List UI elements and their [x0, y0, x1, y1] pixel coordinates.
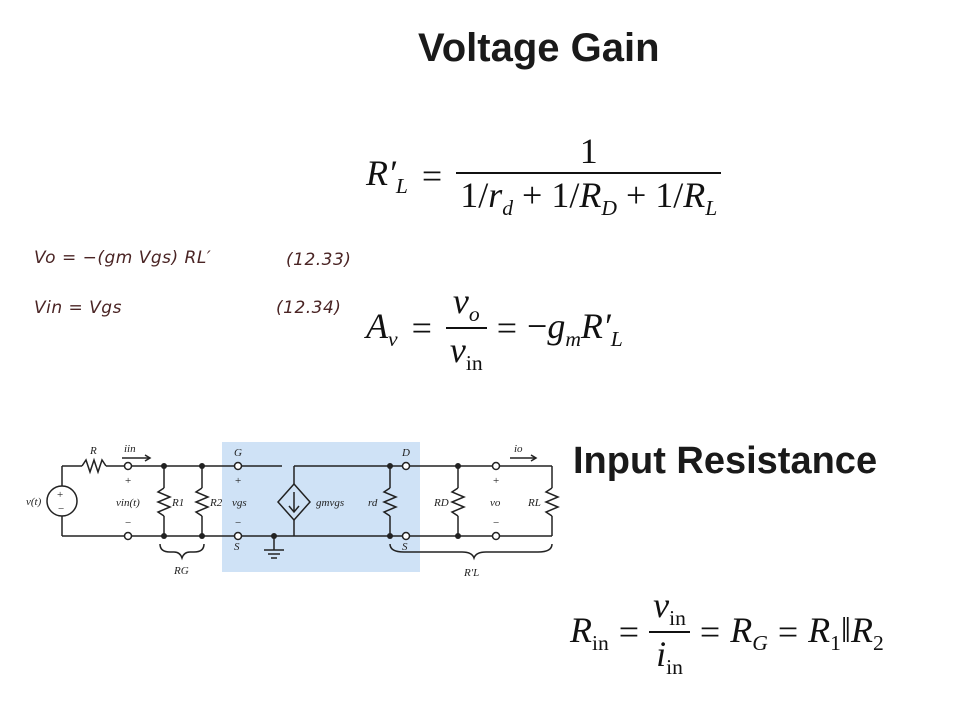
rd-resistor-label: RD [433, 497, 449, 509]
fet-model-highlight [222, 442, 420, 572]
handwritten-eq-number-1233: (12.33) [286, 250, 352, 270]
handwritten-eq-1233: Vo = −(gm Vgs) RL′ [34, 248, 212, 268]
source-minus: − [58, 503, 64, 515]
small-signal-circuit-diagram: v(t) + − R iin + vin(t) − R1 R2 RG G + v… [26, 442, 560, 579]
rl-prime-numerator: 1 [579, 131, 598, 171]
handwritten-eq-1234: Vin = Vgs [34, 298, 122, 318]
rg-label: RG [173, 565, 189, 577]
rl-prime-equation: R′L = 1 1/rd + 1/RD + 1/RL [366, 130, 722, 221]
input-resistance-title: Input Resistance [573, 440, 878, 482]
vo-plus: + [493, 475, 499, 487]
vgs-label: vgs [232, 497, 247, 509]
vo-minus: − [493, 517, 499, 529]
voltage-gain-title: Voltage Gain [418, 26, 660, 70]
source-plus: + [57, 489, 63, 501]
vin-t-label: vin(t) [116, 497, 140, 509]
r2-label: R2 [209, 497, 223, 509]
rl-prime-label: R′L [463, 567, 479, 579]
voltage-gain-equation: Av = vo vin = −gmR′L [366, 281, 623, 376]
source-label: v(t) [26, 496, 42, 508]
gate-label: G [234, 447, 242, 459]
r-label: R [89, 445, 97, 457]
vin-minus: − [125, 517, 131, 529]
io-label: io [514, 443, 523, 455]
source-terminal-label-2: S [402, 541, 408, 553]
drain-label: D [401, 447, 410, 459]
rd-label: rd [368, 497, 378, 509]
r1-label: R1 [171, 497, 184, 509]
rl-prime-denominator: 1/rd + 1/RD + 1/RL [460, 175, 718, 221]
vgs-plus: + [235, 475, 241, 487]
iin-label: iin [124, 443, 136, 455]
rl-label: RL [527, 497, 541, 509]
vo-label: vo [490, 497, 501, 509]
handwritten-eq-number-1234: (12.34) [276, 298, 342, 318]
vgs-minus: − [235, 517, 241, 529]
gm-vgs-label: gmvgs [316, 497, 344, 509]
input-resistance-equation: Rin = vin iin = RG = R1‖R2 [570, 585, 884, 680]
vin-plus: + [125, 475, 131, 487]
source-terminal-label: S [234, 541, 240, 553]
